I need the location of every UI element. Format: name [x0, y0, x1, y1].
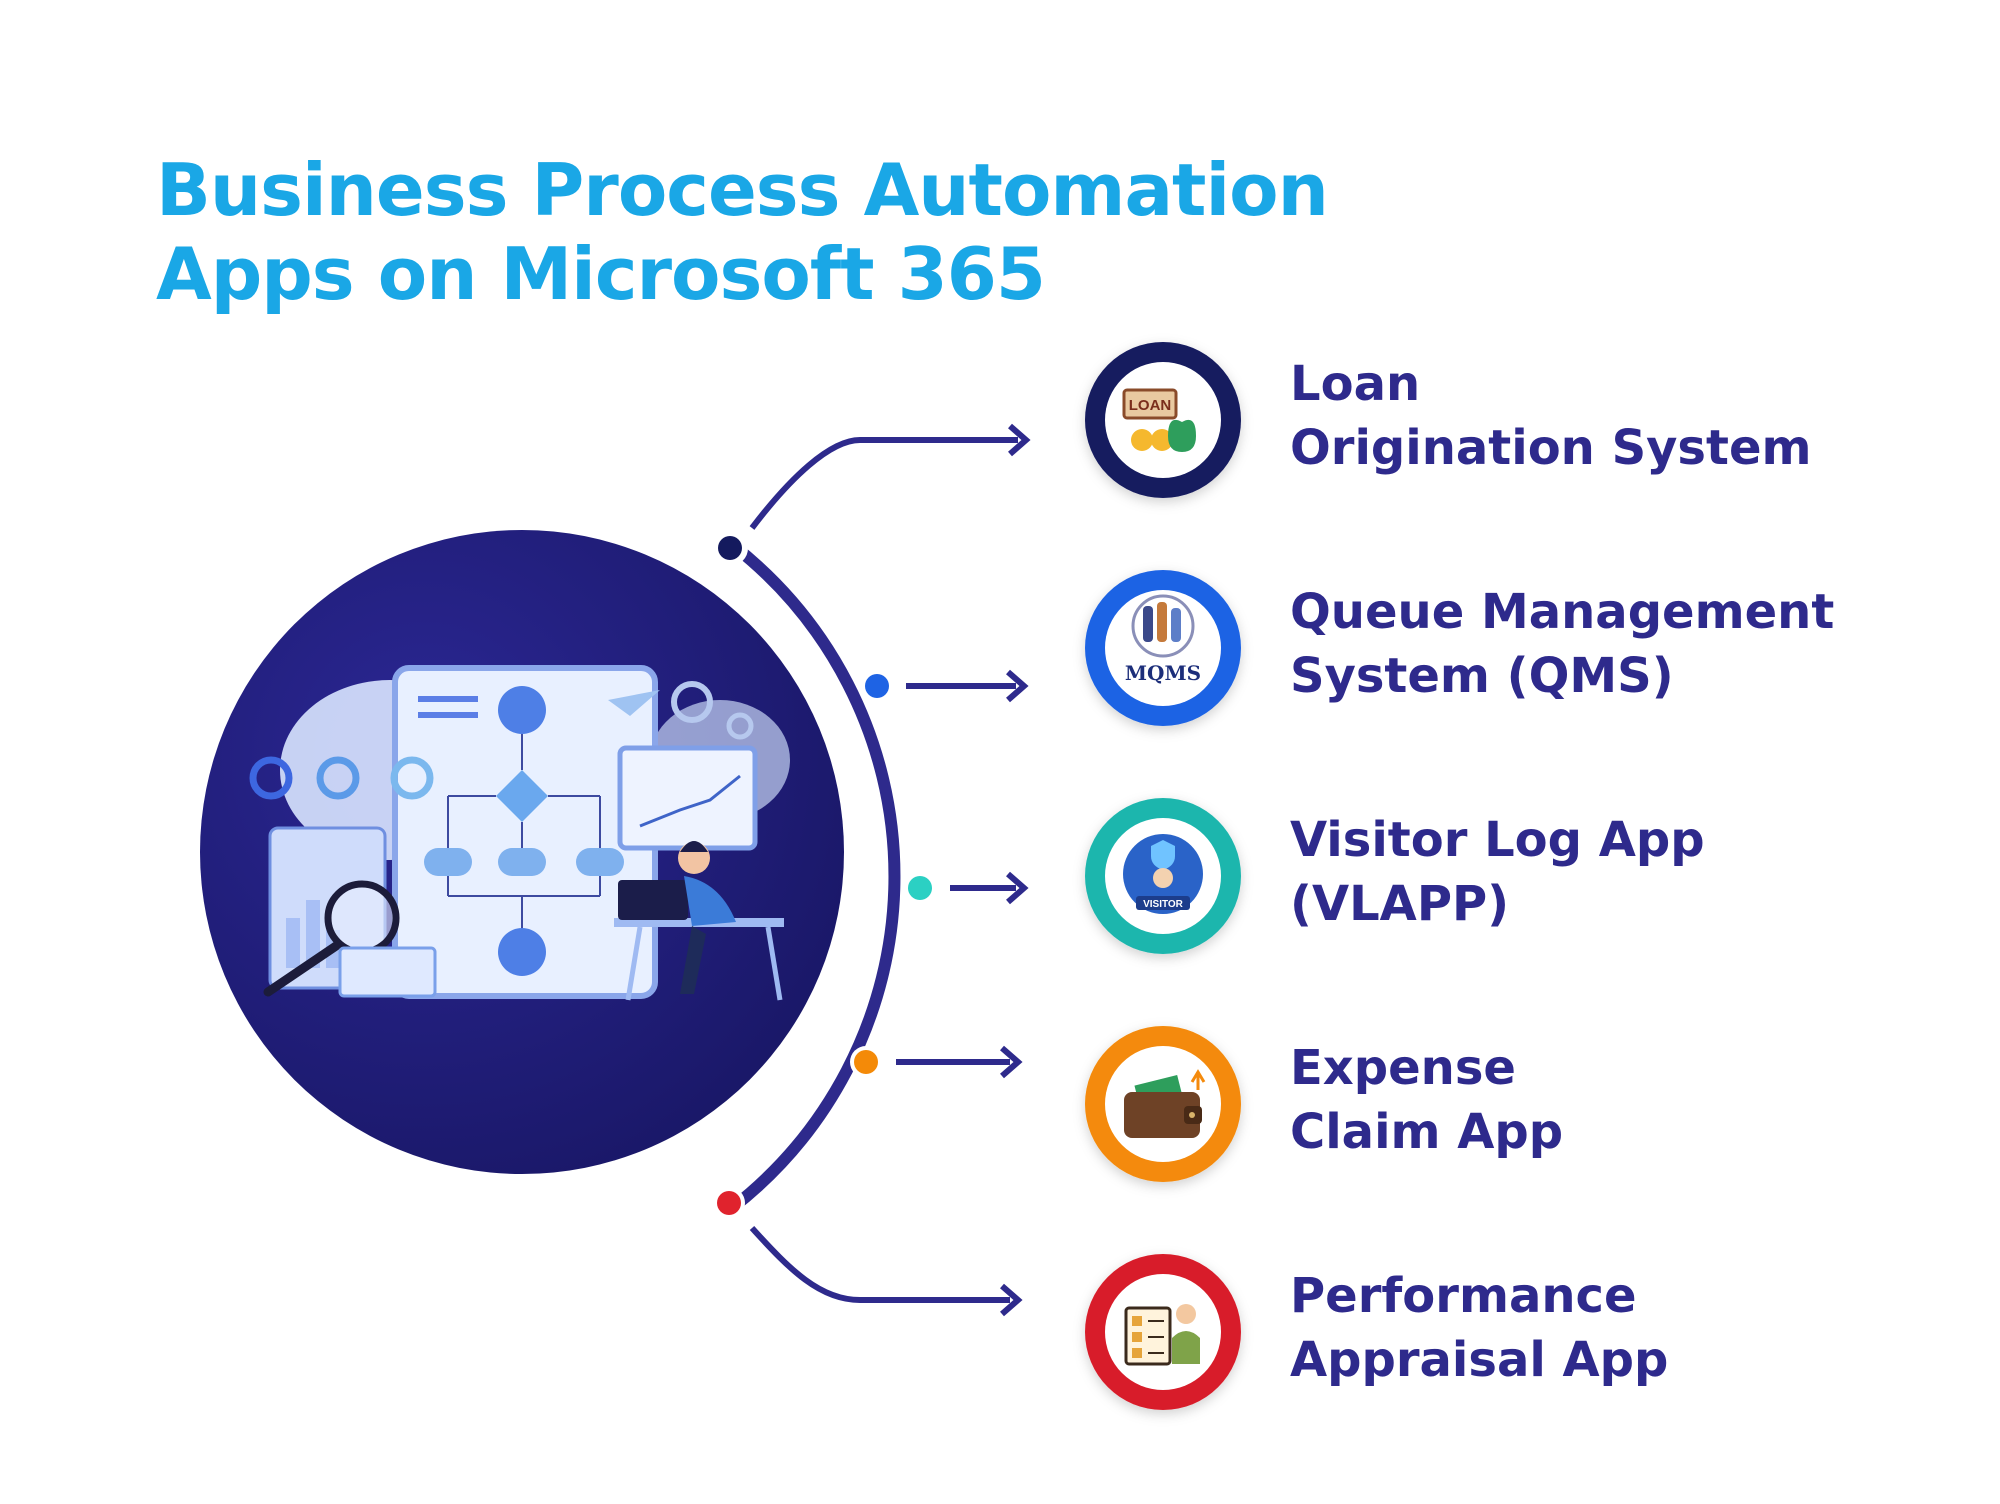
app-label-qms: Queue Management System (QMS)	[1290, 580, 1834, 708]
connector-arc	[726, 540, 901, 1214]
app-label-appraisal-line-1: Performance	[1290, 1268, 1637, 1324]
app-icon-vlapp: VISITOR	[1085, 798, 1241, 954]
connector-branch-vlapp	[903, 871, 1029, 905]
connector-branch-appraisal	[713, 1187, 1023, 1317]
business-process-flowchart-illustration	[249, 665, 790, 1001]
app-label-expense: Expense Claim App	[1290, 1036, 1563, 1164]
app-label-qms-line-2: System (QMS)	[1290, 648, 1674, 704]
wallet-icon	[1124, 1069, 1206, 1138]
app-label-vlapp: Visitor Log App (VLAPP)	[1290, 808, 1705, 936]
connector-branch-expense	[850, 1045, 1023, 1079]
hub	[200, 530, 844, 1174]
title-line-1: Business Process Automation	[156, 148, 1329, 232]
connector-branch-loan	[712, 423, 1031, 566]
qms-badge-text: MQMS	[1125, 661, 1201, 685]
queue-people-icon: MQMS	[1125, 594, 1201, 685]
app-icon-qms: MQMS	[1085, 570, 1241, 726]
app-label-loan: Loan Origination System	[1290, 352, 1812, 480]
loan-icon: LOAN	[1122, 388, 1196, 452]
loan-badge-text: LOAN	[1129, 397, 1172, 414]
app-label-appraisal-line-2: Appraisal App	[1290, 1332, 1669, 1388]
vlapp-badge-text: VISITOR	[1143, 899, 1184, 910]
app-label-expense-line-1: Expense	[1290, 1040, 1516, 1096]
app-label-vlapp-line-2: (VLAPP)	[1290, 876, 1510, 932]
connector-branch-qms	[861, 669, 1029, 703]
app-icon-appraisal	[1085, 1254, 1241, 1410]
app-label-loan-line-2: Origination System	[1290, 420, 1812, 476]
appraisal-checklist-icon	[1124, 1304, 1200, 1366]
page-title: Business Process Automation Apps on Micr…	[156, 148, 1329, 316]
app-icon-loan: LOAN	[1085, 342, 1241, 498]
app-label-qms-line-1: Queue Management	[1290, 584, 1835, 640]
app-label-expense-line-2: Claim App	[1290, 1104, 1564, 1160]
visitor-badge-icon: VISITOR	[1123, 834, 1203, 914]
app-label-appraisal: Performance Appraisal App	[1290, 1264, 1668, 1392]
app-icon-expense	[1085, 1026, 1241, 1182]
app-label-vlapp-line-1: Visitor Log App	[1290, 812, 1705, 868]
title-line-2: Apps on Microsoft 365	[156, 232, 1046, 316]
app-label-loan-line-1: Loan	[1290, 356, 1421, 412]
